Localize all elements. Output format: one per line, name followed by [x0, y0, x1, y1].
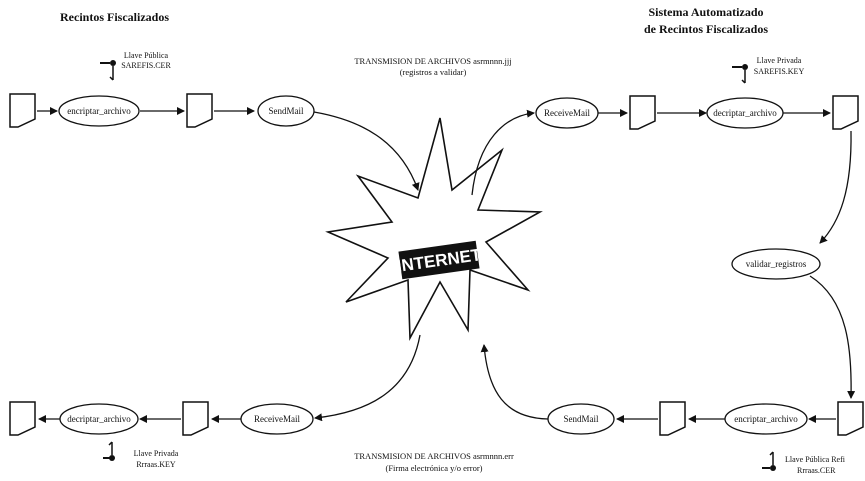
encrypt-node-top	[58, 95, 140, 127]
validate-node	[731, 248, 821, 280]
document-icon	[186, 93, 213, 128]
transmission-bottom-line1: TRANSMISION DE ARCHIVOS asrmnnn.err	[354, 451, 514, 461]
transmission-top-line2: (registros a validar)	[400, 67, 467, 77]
title-right-line1: Sistema Automatizado	[649, 5, 764, 19]
sendmail-node-top	[257, 95, 315, 127]
validate-label: validar_registros	[746, 259, 807, 269]
key-icon	[103, 441, 115, 461]
key-label-bottom-left-2: Rrraas.KEY	[136, 460, 176, 469]
document-icon	[9, 93, 36, 128]
key-label-top-right-1: Llave Privada	[757, 56, 802, 65]
receivemail-label-top: ReceiveMail	[544, 108, 590, 118]
transmission-bottom-line2: (Firma electrónica y/o error)	[386, 463, 483, 473]
key-icon	[732, 64, 748, 84]
sendmail-label-top: SendMail	[269, 106, 304, 116]
key-label-bottom-right-1: Llave Pública Refi	[785, 455, 846, 464]
document-icon	[832, 95, 859, 130]
key-label-top-left-2: SAREFIS.CER	[121, 61, 171, 70]
key-label-bottom-left-1: Llave Privada	[134, 449, 179, 458]
key-icon	[100, 60, 116, 81]
decrypt-label-top: decriptar_archivo	[713, 108, 777, 118]
receivemail-label-bottom: ReceiveMail	[254, 414, 300, 424]
document-icon	[629, 95, 656, 130]
title-right-line2: de Recintos Fiscalizados	[644, 22, 768, 36]
internet-burst-icon: INTERNET	[325, 117, 543, 341]
key-label-top-left-1: Llave Pública	[124, 51, 169, 60]
document-icon	[837, 401, 864, 436]
document-icon	[182, 401, 209, 436]
title-left: Recintos Fiscalizados	[60, 10, 169, 24]
document-icon	[659, 401, 686, 436]
encrypt-label-bottom: encriptar_archivo	[734, 414, 798, 424]
transmission-top-line1: TRANSMISION DE ARCHIVOS asrmnnn.jjj	[354, 56, 511, 66]
document-icon	[9, 401, 36, 436]
key-label-top-right-2: SAREFIS.KEY	[754, 67, 805, 76]
decrypt-label-bottom: decriptar_archivo	[67, 414, 131, 424]
key-icon	[762, 451, 776, 471]
key-label-bottom-right-2: Rrraas.CER	[797, 466, 836, 475]
sendmail-label-bottom: SendMail	[564, 414, 599, 424]
encrypt-label-top: encriptar_archivo	[67, 106, 131, 116]
